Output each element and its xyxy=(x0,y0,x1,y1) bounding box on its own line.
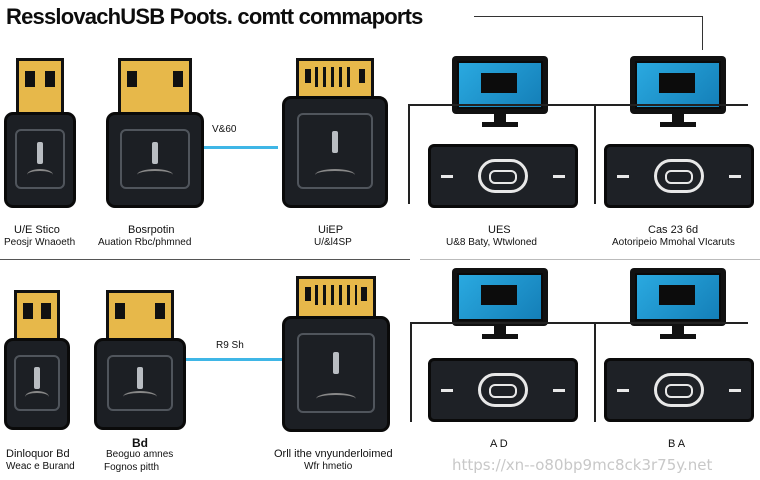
usb-hub-icon xyxy=(428,144,578,208)
caption-title: A D xyxy=(490,438,508,450)
caption-title: U/E Stico xyxy=(14,224,60,236)
hub-bus-line xyxy=(408,104,748,106)
row-divider xyxy=(420,259,760,260)
monitor-icon xyxy=(452,268,548,342)
usb-stick-icon xyxy=(282,58,388,208)
connection-line xyxy=(204,146,278,149)
monitor-icon xyxy=(452,56,548,130)
monitor-icon xyxy=(630,268,726,342)
usb-stick-icon xyxy=(282,276,390,432)
bus-drop-mid xyxy=(594,322,596,422)
caption-subtitle: Peosjr Wnaoeth xyxy=(4,237,76,248)
hub-bus-line xyxy=(410,322,748,324)
monitor-icon xyxy=(630,56,726,130)
usb-stick-icon xyxy=(4,290,70,430)
caption-subtitle: Weac e Burand xyxy=(6,461,75,472)
usb-stick-icon xyxy=(106,58,204,208)
caption-title: B A xyxy=(668,438,686,450)
caption-title: UES xyxy=(488,224,511,236)
usb-hub-icon xyxy=(604,144,754,208)
usb-stick-icon xyxy=(4,58,76,208)
caption-title: Dinloquor Bd xyxy=(6,448,70,460)
link-label: R9 Sh xyxy=(216,340,244,351)
bus-drop-left xyxy=(410,322,412,422)
caption-subtitle: Auation Rbc/phmned xyxy=(98,237,192,248)
usb-hub-icon xyxy=(604,358,754,422)
caption-title: Orll ithe vnyunderloimed xyxy=(274,448,393,460)
diagram-title: ResslovachUSB Poots. comtt commaports xyxy=(6,4,423,29)
caption-subtitle: Aotoripeio Mmohal VIcaruts xyxy=(612,237,735,248)
usb-stick-icon xyxy=(94,290,186,430)
caption-title: Cas 23 6d xyxy=(648,224,699,236)
usb-hub-icon xyxy=(428,358,578,422)
caption-title: UiEP xyxy=(318,224,344,236)
title-connector-tick xyxy=(702,16,703,50)
bus-drop-left xyxy=(408,104,410,204)
caption-subtitle: U&8 Baty, Wtwloned xyxy=(446,237,537,248)
bus-drop-mid xyxy=(594,104,596,204)
caption-extra: Fognos pitth xyxy=(104,462,160,473)
watermark-url: https://xn--o80bp9mc8ck3r75y.net xyxy=(452,456,713,474)
caption-subtitle: Beoguo amnes xyxy=(106,449,174,460)
caption-title: Bd xyxy=(132,436,148,450)
caption-title: Bosrpotin xyxy=(128,224,175,236)
link-label: V&60 xyxy=(212,124,237,135)
caption-subtitle: U/&l4SP xyxy=(314,237,352,248)
row-divider xyxy=(0,259,410,260)
caption-subtitle: Wfr hmetio xyxy=(304,461,353,472)
connection-line xyxy=(186,358,282,361)
title-connector-line xyxy=(474,16,702,17)
